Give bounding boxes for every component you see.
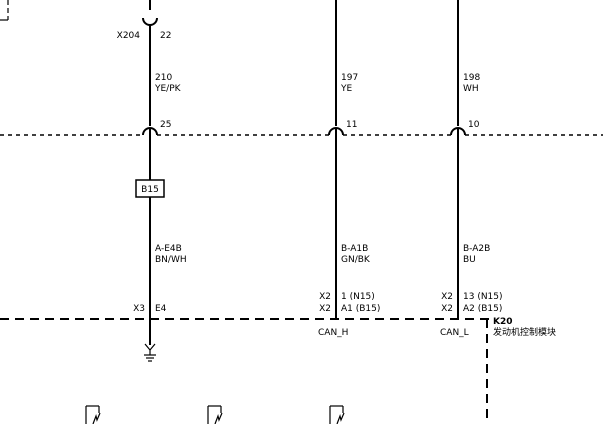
page-break-icon-3 xyxy=(329,405,345,424)
x204-pin-label: 22 xyxy=(160,31,171,41)
module-name-label: 发动机控制模块 xyxy=(493,326,556,338)
ground-icon xyxy=(144,343,156,362)
can-l-label: CAN_L xyxy=(440,328,469,338)
mid-upper-wire-color: YE xyxy=(340,84,352,94)
left-upper-circuit-number: 210 xyxy=(155,73,172,83)
right-module-connector-label-1: X2 xyxy=(441,292,453,302)
right-module-connector-label-2: X2 xyxy=(441,304,453,314)
mid-upper-circuit-number: 197 xyxy=(341,73,358,83)
right-module-pin-label-2: A2 (B15) xyxy=(463,304,502,314)
right-lower-circuit-number: B-A2B xyxy=(463,244,490,254)
mid-module-connector-label-1: X2 xyxy=(319,292,331,302)
left-circuit xyxy=(135,0,165,362)
mid-lower-wire-color: GN/BK xyxy=(341,255,371,265)
b15-box-label: B15 xyxy=(141,185,159,195)
page-break-icon-1 xyxy=(85,405,101,424)
left-lower-wire-color: BN/WH xyxy=(155,255,187,265)
splice-25-pin-label: 25 xyxy=(160,120,171,130)
splice-10-pin-label: 10 xyxy=(468,120,480,130)
mid-lower-circuit-number: B-A1B xyxy=(341,244,368,254)
module-reference-label: K20 xyxy=(493,317,513,327)
left-module-pin-label: E4 xyxy=(155,304,167,314)
right-circuit xyxy=(450,0,466,320)
right-upper-circuit-number: 198 xyxy=(463,73,480,83)
mid-module-connector-label-2: X2 xyxy=(319,304,331,314)
page-break-icon-2 xyxy=(207,405,223,424)
left-lower-circuit-number: A-E4B xyxy=(155,244,182,254)
can-h-label: CAN_H xyxy=(318,328,348,338)
x204-connector-symbol xyxy=(142,17,158,26)
x204-connector-label: X204 xyxy=(117,31,141,41)
splice-11-pin-label: 11 xyxy=(346,120,357,130)
middle-circuit xyxy=(328,0,344,320)
right-module-pin-label-1: 13 (N15) xyxy=(463,292,503,302)
right-upper-wire-color: WH xyxy=(463,84,479,94)
mid-module-pin-label-1: 1 (N15) xyxy=(341,292,375,302)
frame-corner xyxy=(0,0,9,21)
left-upper-wire-color: YE/PK xyxy=(154,84,182,94)
mid-module-pin-label-2: A1 (B15) xyxy=(341,304,380,314)
left-module-connector-label: X3 xyxy=(133,304,145,314)
right-lower-wire-color: BU xyxy=(463,255,476,265)
module-boundary xyxy=(0,318,490,424)
